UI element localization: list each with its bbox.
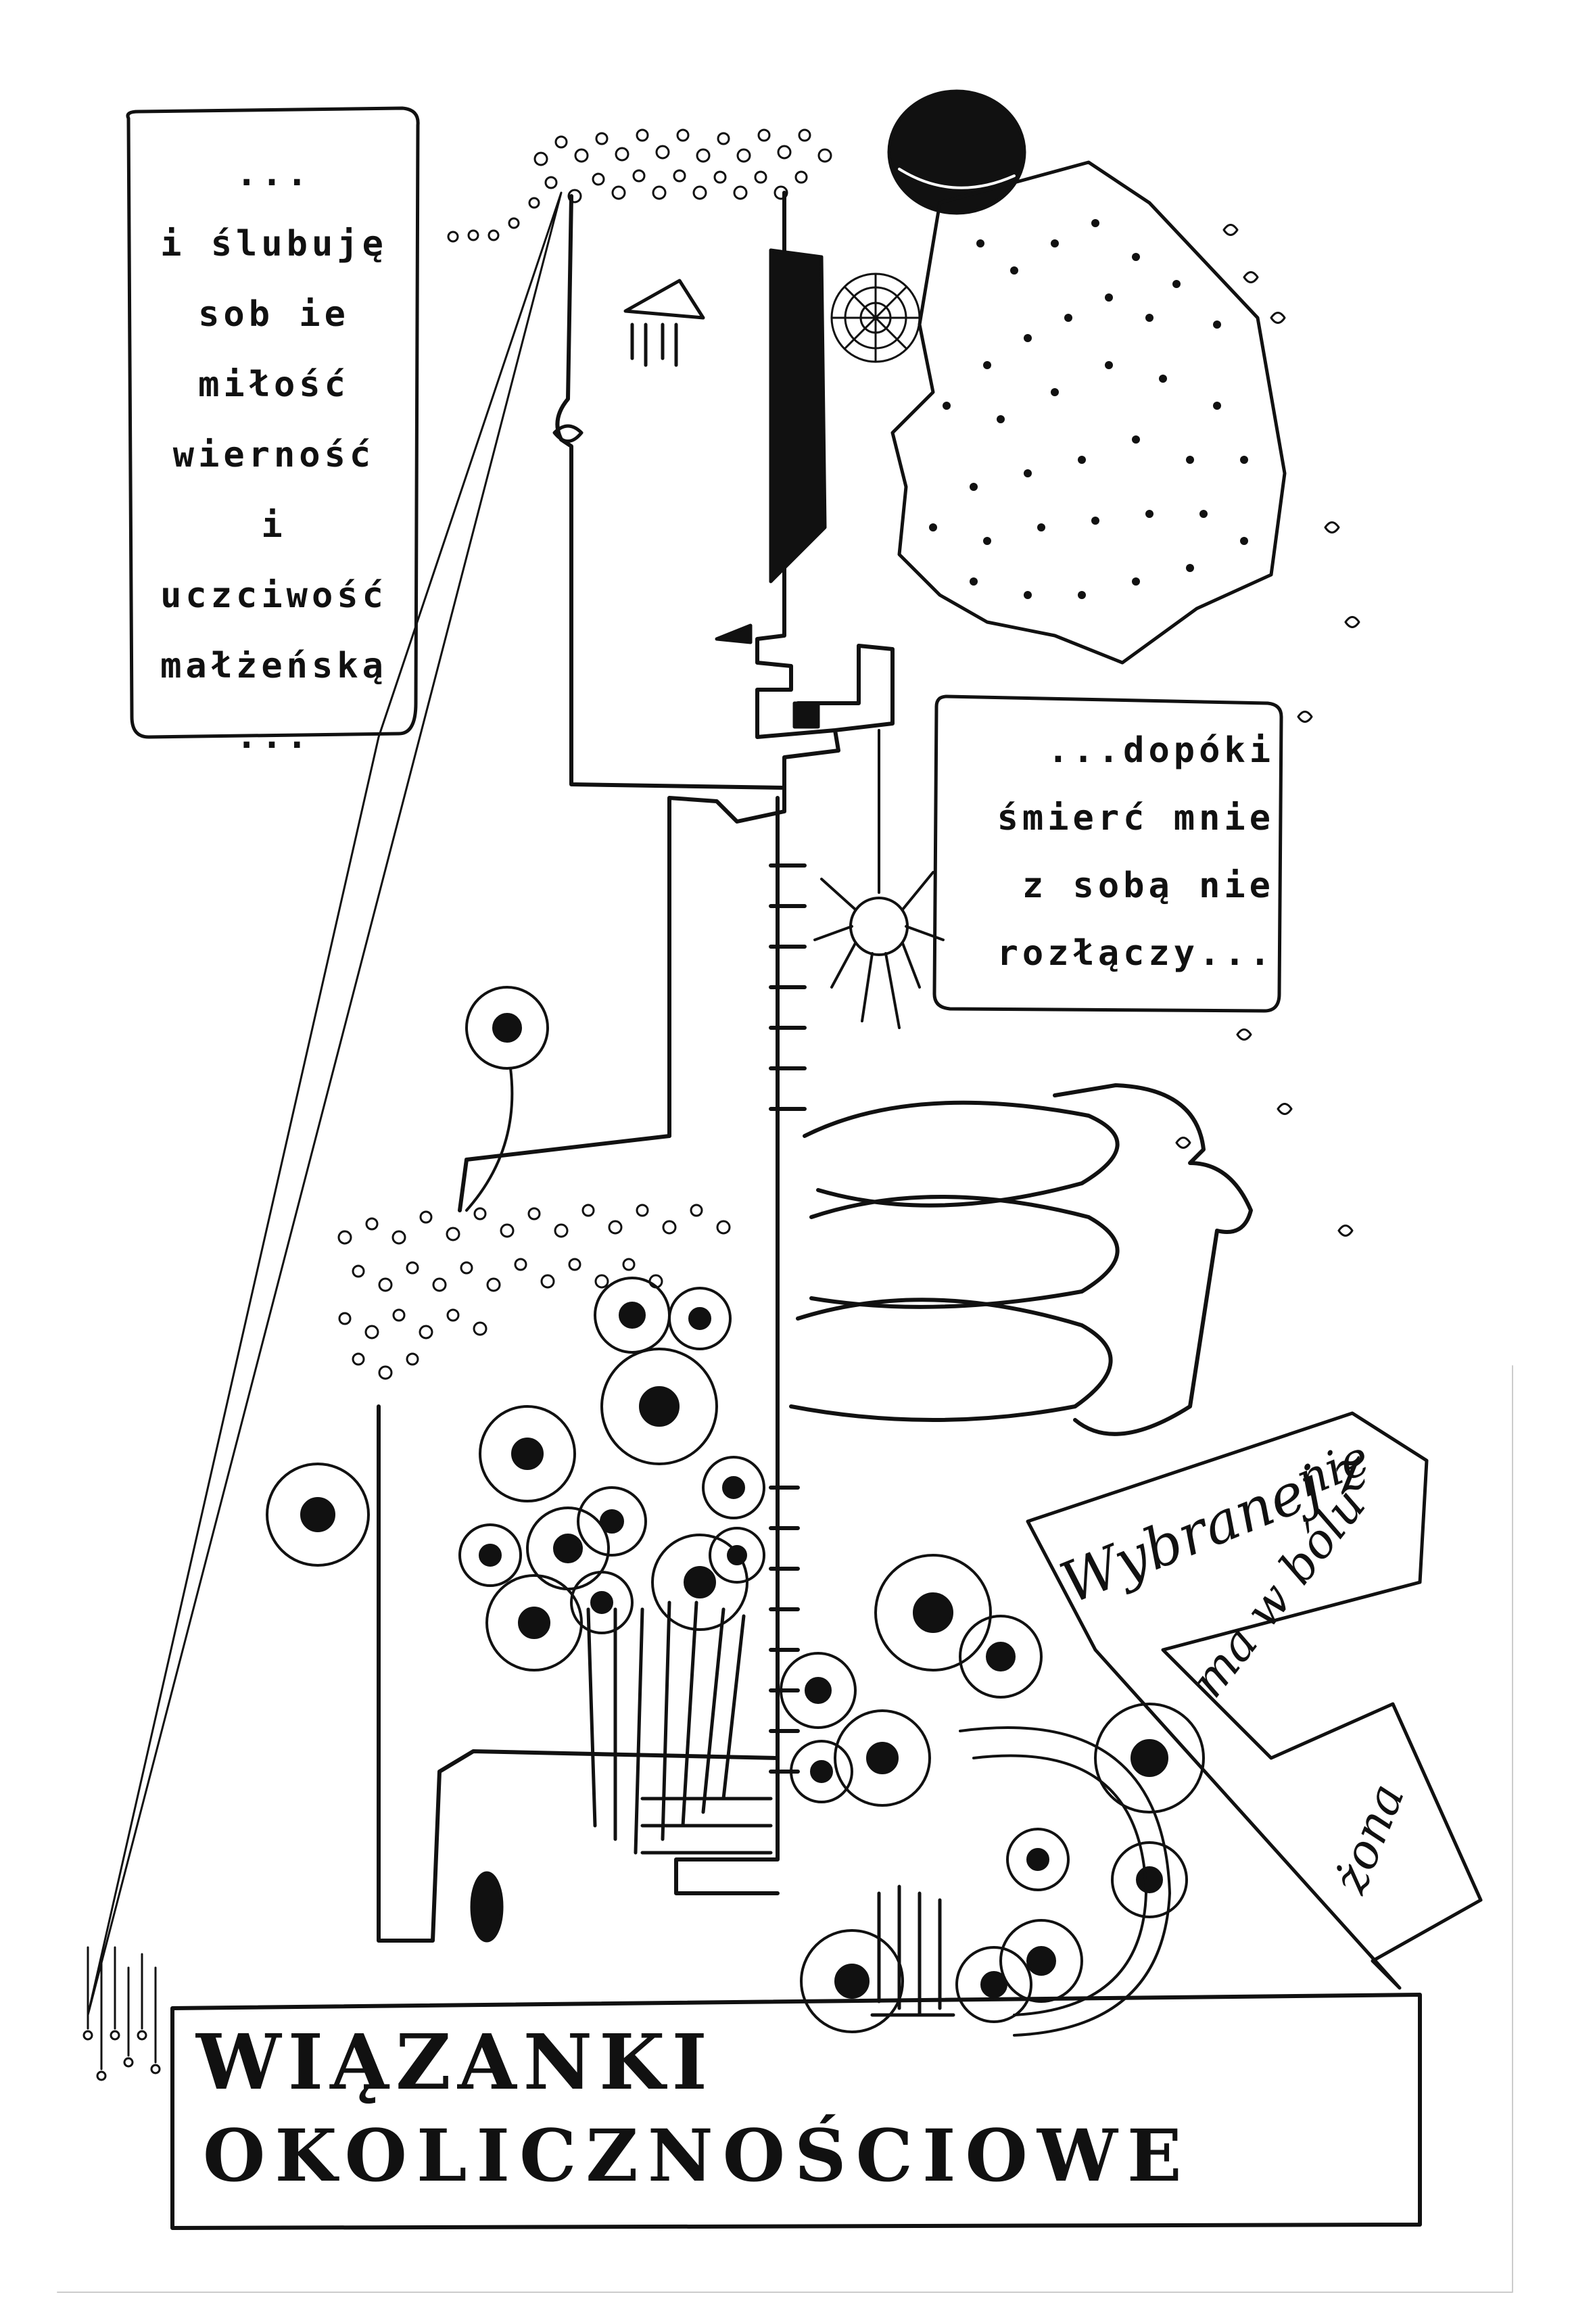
ear (552, 424, 584, 443)
mouth (715, 623, 820, 729)
eyeball-icon (577, 1486, 647, 1557)
eyeball-icon (570, 1571, 634, 1634)
eyeball-icon (999, 1919, 1083, 2003)
bouquet-stems (586, 1600, 746, 1855)
bubble-pointer-lines (87, 191, 563, 2016)
vow-line: śmierć mnie (997, 798, 1275, 838)
eyeball-icon (465, 986, 549, 1070)
eyeball-flowers-right (780, 1554, 1205, 2037)
vow-line: i ślubuję (160, 224, 387, 264)
ribbon-banner (1026, 1411, 1483, 1990)
veil-dots (929, 219, 1248, 599)
drip-marks (82, 1946, 161, 2081)
eyeball-icon (790, 1740, 853, 1803)
veil (890, 160, 1287, 665)
page-border (57, 1365, 1513, 2293)
rib-cage (789, 1083, 1253, 1436)
vow-line: z sobą nie (1022, 865, 1275, 906)
eyeball-icon (458, 1523, 522, 1587)
eyeball-icon (955, 1946, 1032, 2023)
eyeball-icon (651, 1534, 748, 1631)
eyeball-flowers-left (266, 986, 765, 1671)
title-frame (170, 1993, 1422, 2230)
vow-text-left: ... i ślubuję sob ie miłość wierność i u… (135, 139, 412, 772)
face-profile (755, 191, 895, 790)
spider-web-icon (830, 272, 921, 363)
spine (769, 796, 807, 1828)
head-outline (555, 194, 786, 1138)
eyeball-icon (1094, 1703, 1205, 1813)
eyeball-icon (709, 1527, 765, 1584)
eyeball-icon (266, 1463, 370, 1567)
vow-line: małżeńską (160, 646, 387, 686)
stipple-cloud-top (447, 128, 832, 243)
hat-brim (898, 168, 1016, 189)
vow-text-right: ...dopóki śmierć mnie z sobą nie rozłącz… (943, 717, 1275, 987)
vow-line: ... (236, 153, 312, 194)
eyeball-icon (702, 1456, 765, 1519)
poster-title-line-2: OKOLICZNOŚCIOWE (203, 2113, 1191, 2198)
vow-line: i (261, 505, 287, 546)
vow-line: uczciwość (160, 575, 387, 616)
vow-line: rozłączy... (997, 933, 1275, 974)
bony-hand (870, 1884, 955, 2017)
spider-icon (813, 729, 945, 1029)
eyeball-icon (780, 1652, 857, 1729)
eyeball-icon (834, 1709, 931, 1807)
eyeball-icon (479, 1405, 576, 1502)
hand (471, 1749, 780, 1855)
vow-line: ...dopóki (1047, 730, 1275, 771)
eyeball-icon (668, 1287, 732, 1350)
eyeball-icon (485, 1574, 583, 1671)
leaf-marks (1175, 224, 1360, 1237)
eyeball-icon (1111, 1841, 1188, 1918)
eyeball-icon (874, 1554, 992, 1671)
eye-lid (623, 279, 705, 367)
vow-line: ... (236, 716, 312, 757)
face-shadow (769, 248, 827, 584)
hat (887, 89, 1026, 215)
speech-bubble-right (932, 694, 1283, 1013)
eyeball-icon (959, 1615, 1043, 1699)
eyeball-icon (800, 1929, 904, 2033)
speech-bubble-left (126, 106, 420, 739)
eyeball-icon (600, 1348, 718, 1465)
eyeball-icon (1006, 1828, 1070, 1891)
poster-title-line-1: WIĄZANKI (196, 2018, 714, 2107)
vow-line: wierność (172, 435, 375, 475)
sleeve-cuff (470, 1871, 504, 1943)
vow-line: miłość (198, 364, 350, 405)
stipple-cloud-middle (337, 1204, 731, 1380)
vow-line: sob ie (198, 294, 350, 335)
